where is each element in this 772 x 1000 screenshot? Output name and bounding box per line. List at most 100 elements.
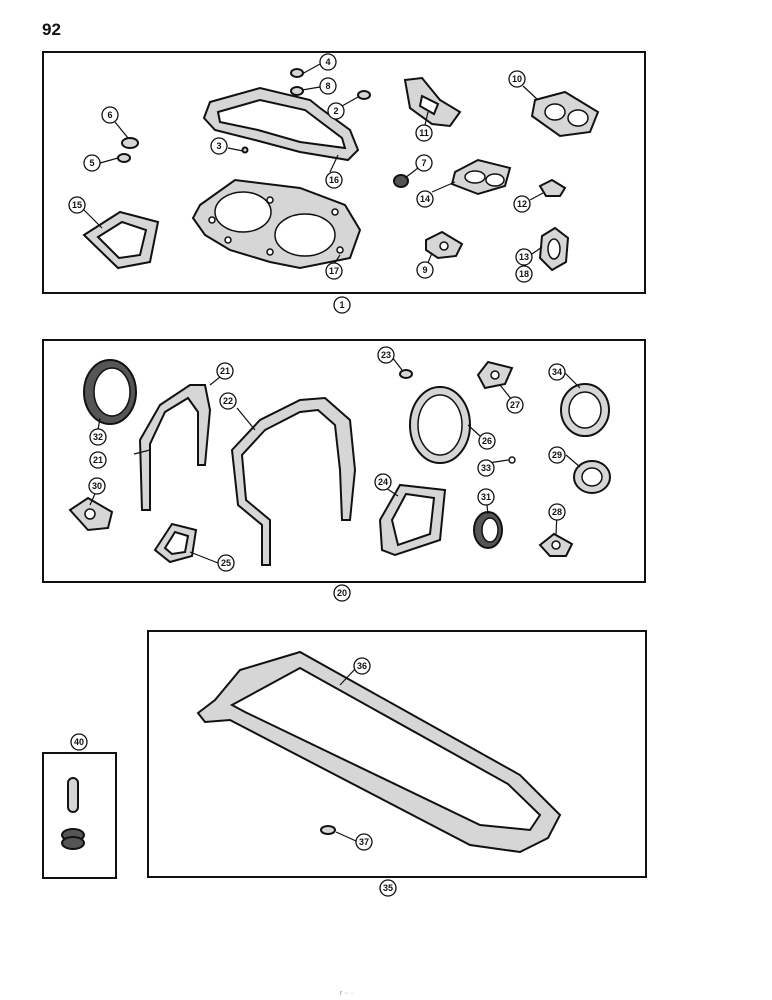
svg-text:36: 36 (357, 661, 367, 671)
valve-cover-gasket (202, 86, 360, 162)
callout-13: 13 (515, 248, 533, 266)
callout-9: 9 (416, 261, 434, 279)
callout-21a: 21 (216, 362, 234, 380)
svg-text:6: 6 (107, 110, 112, 120)
small-washers-kit-20 (399, 369, 516, 464)
callout-11: 11 (415, 124, 433, 142)
callout-22: 22 (219, 392, 237, 410)
callout-7: 7 (415, 154, 433, 172)
round-gasket-34 (560, 383, 610, 437)
svg-text:21: 21 (93, 455, 103, 465)
callout-30: 30 (88, 477, 106, 495)
callout-28: 28 (548, 503, 566, 521)
callout-35-kit-label: 35 (379, 879, 397, 897)
callout-5: 5 (83, 154, 101, 172)
panel-kit-35 (147, 630, 647, 878)
panel-kit-40 (42, 752, 117, 879)
callout-4: 4 (319, 53, 337, 71)
svg-text:16: 16 (329, 175, 339, 185)
callout-1-kit-label: 1 (333, 296, 351, 314)
intake-twin-gasket (450, 158, 512, 196)
svg-text:24: 24 (378, 477, 388, 487)
oil-pan-gasket-36 (196, 650, 562, 854)
svg-text:10: 10 (512, 74, 522, 84)
callout-34: 34 (548, 363, 566, 381)
callout-23: 23 (377, 346, 395, 364)
callout-24: 24 (374, 473, 392, 491)
svg-text:26: 26 (482, 436, 492, 446)
ring-gasket-29 (573, 460, 611, 494)
svg-text:2: 2 (333, 106, 338, 116)
seal-31 (473, 511, 503, 549)
callout-31: 31 (477, 488, 495, 506)
thermostat-gasket (538, 178, 567, 197)
svg-text:29: 29 (552, 450, 562, 460)
callout-12: 12 (513, 195, 531, 213)
small-washers-kit-1 (117, 68, 409, 188)
callout-17: 17 (325, 262, 343, 280)
svg-text:12: 12 (517, 199, 527, 209)
exhaust-flange-gasket (403, 76, 462, 128)
page-number: 92 (42, 20, 61, 39)
svg-text:13: 13 (519, 252, 529, 262)
svg-text:8: 8 (325, 81, 330, 91)
flange-gasket-28 (538, 532, 574, 557)
svg-text:5: 5 (89, 158, 94, 168)
svg-text:18: 18 (519, 269, 529, 279)
svg-text:28: 28 (552, 507, 562, 517)
kit-40-parts (61, 777, 85, 850)
svg-text:37: 37 (359, 837, 369, 847)
svg-text:9: 9 (422, 265, 427, 275)
callout-18: 18 (515, 265, 533, 283)
front-seal-32 (83, 359, 137, 425)
callout-14: 14 (416, 190, 434, 208)
housing-gasket-26 (409, 386, 471, 464)
svg-text:40: 40 (74, 737, 84, 747)
svg-text:11: 11 (419, 128, 429, 138)
svg-text:31: 31 (481, 492, 491, 502)
washer-37 (320, 825, 336, 835)
svg-text:32: 32 (93, 432, 103, 442)
callout-36: 36 (353, 657, 371, 675)
svg-text:1: 1 (339, 300, 344, 310)
svg-text:3: 3 (216, 141, 221, 151)
cylinder-head-gasket (191, 178, 362, 270)
svg-text:15: 15 (72, 200, 82, 210)
callout-2: 2 (327, 102, 345, 120)
pump-gasket-24 (378, 483, 447, 557)
twin-port-gasket (530, 90, 600, 138)
manifold-square-gasket (82, 210, 160, 270)
svg-text:30: 30 (92, 481, 102, 491)
callout-21b: 21 (89, 451, 107, 469)
callout-8: 8 (319, 77, 337, 95)
ring-gasket-25 (153, 522, 198, 564)
svg-text:20: 20 (337, 588, 347, 598)
timing-case-gasket-22 (230, 396, 357, 566)
callout-32: 32 (89, 428, 107, 446)
svg-text:21: 21 (220, 366, 230, 376)
callout-40-kit-label: 40 (70, 733, 88, 751)
callout-15: 15 (68, 196, 86, 214)
svg-text:14: 14 (420, 194, 430, 204)
callout-25: 25 (217, 554, 235, 572)
svg-text:25: 25 (221, 558, 231, 568)
callout-37: 37 (355, 833, 373, 851)
elbow-gasket-27 (476, 360, 514, 390)
svg-text:27: 27 (510, 400, 520, 410)
oval-flange-gasket (538, 226, 570, 272)
svg-text:17: 17 (329, 266, 339, 276)
callout-16: 16 (325, 171, 343, 189)
svg-text:35: 35 (383, 883, 393, 893)
timing-cover-gasket-21 (138, 384, 212, 511)
small-flange-gasket (425, 230, 464, 260)
callout-27: 27 (506, 396, 524, 414)
svg-text:23: 23 (381, 350, 391, 360)
callout-33: 33 (477, 459, 495, 477)
callout-10: 10 (508, 70, 526, 88)
svg-text:34: 34 (552, 367, 562, 377)
svg-text:33: 33 (481, 463, 491, 473)
svg-text:22: 22 (223, 396, 233, 406)
callout-3: 3 (210, 137, 228, 155)
footer-mark: r ·· · (340, 990, 354, 997)
